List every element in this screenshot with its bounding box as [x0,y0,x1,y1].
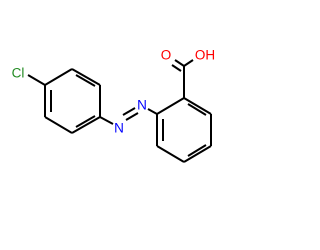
atom-cl: Cl [12,66,25,81]
bond-ring1-inner-2 [75,74,96,87]
bond-ring2-d [183,145,212,163]
bond-c-n1 [99,116,114,125]
bond-ring2-inner-2 [187,144,207,157]
atom-o-hydroxyl: OH [195,48,215,63]
bond-ring2-a [156,97,185,115]
bond-ring1-inner-3 [75,115,96,128]
bond-c-oh [183,59,194,67]
bond-ring2-inner-1 [187,103,207,116]
bond-ring1-d [71,116,101,134]
bond-ring1-e [44,116,73,134]
bond-ring2-b [183,97,212,115]
carboxyl-group [171,59,194,98]
bond-c-o-double-b [171,64,182,72]
atom-n2: N [137,98,147,113]
bond-ring2-e [156,145,185,163]
bond-ring1-a [44,68,73,86]
bond-n2-c [147,108,158,115]
bond-n-n-b [122,107,136,116]
bond-c-cl [27,74,46,86]
atom-o-carbonyl: O [161,48,172,63]
structure-canvas: Cl N N O OH [11,47,216,163]
benzoic-ring [156,97,212,163]
chlorophenyl-ring [44,68,101,134]
atom-n1: N [114,121,124,136]
azo-linkage [99,107,158,125]
bond-ring1-b [71,68,101,86]
structure-diagram: Cl N N O OH [12,48,215,163]
bond-n-n-a [125,112,139,121]
bond-c-o-double-a [174,59,185,67]
